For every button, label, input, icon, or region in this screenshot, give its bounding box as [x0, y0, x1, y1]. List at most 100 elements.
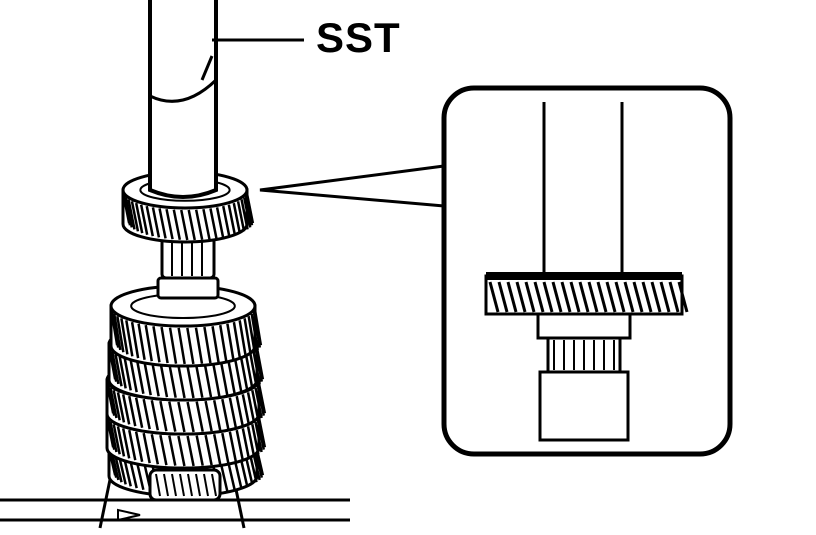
stack-gear-tooth: [235, 395, 244, 427]
stack-gear-tooth: [250, 313, 259, 351]
stack-gear-tooth: [125, 320, 134, 357]
stack-gear-tooth: [220, 464, 229, 492]
stack-gear-tooth: [194, 327, 204, 364]
inset-gear-tooth: [650, 281, 662, 313]
stack-gear-tooth: [159, 400, 168, 432]
stack-gear-tooth: [160, 326, 169, 364]
inset-gear-tooth: [569, 281, 581, 313]
stack-gear-tooth: [254, 349, 264, 382]
stack-gear-tooth: [253, 309, 263, 346]
stack-gear-tooth: [150, 433, 160, 465]
inset-gear-top: [486, 272, 682, 280]
stack-gear-tooth: [212, 433, 222, 465]
top-gear-tooth: [244, 194, 254, 226]
stack-gear-tooth: [168, 435, 177, 466]
bottom-pinion-tooth: [179, 473, 185, 497]
inset-gear-tooth: [551, 281, 563, 313]
stack-gear-tooth: [257, 382, 267, 414]
stack-gear-tooth: [107, 419, 116, 450]
inset-gear-tooth: [542, 281, 554, 313]
stack-gear-tooth: [227, 361, 236, 394]
bottom-pinion-tooth: [187, 473, 193, 497]
stack-gear-tooth: [252, 351, 261, 385]
inset-gear-tooth: [614, 281, 626, 313]
stack-gear-tooth: [152, 326, 161, 363]
inset-gear-tooth: [641, 281, 653, 313]
stack-gear-tooth: [107, 385, 116, 416]
stack-gear-tooth: [130, 321, 140, 359]
top-gear-tooth: [158, 208, 167, 239]
top-gear-tooth: [139, 204, 149, 235]
top-gear-tooth: [215, 207, 225, 238]
inset-gear: [484, 272, 689, 316]
stack-gear-tooth: [220, 362, 229, 396]
top-gear-tooth: [227, 204, 237, 235]
stack-gear-tooth: [204, 434, 213, 466]
inset-spline: [546, 336, 622, 374]
stack-gear-tooth: [249, 353, 258, 387]
stack-gear-tooth: [137, 323, 146, 360]
base-plate: [0, 498, 350, 522]
top-gear-tooth: [202, 208, 211, 240]
bottom-pinion-tooth: [203, 473, 209, 497]
stack-gear-tooth: [240, 358, 249, 391]
stack-gear-tooth: [212, 364, 221, 397]
stack-gear-tooth: [241, 428, 251, 459]
stack-gear-tooth: [204, 400, 213, 432]
stack-gear-tooth: [228, 397, 238, 428]
top-gear-tooth: [180, 209, 189, 241]
top-gear-tooth: [240, 199, 249, 230]
stack-gear-tooth: [128, 395, 137, 427]
stack-gear-tooth: [254, 421, 263, 453]
top-gear-tooth: [209, 208, 218, 239]
stack-gear-tooth: [252, 453, 261, 481]
top-gear-tooth: [172, 209, 182, 240]
stack-gear-tooth: [123, 358, 132, 391]
stack-gear-tooth: [116, 426, 126, 457]
stack-gear-tooth: [254, 451, 264, 478]
stack-gear-tooth: [142, 432, 151, 464]
inset-gear-tooth: [506, 281, 518, 313]
bottom-pinion-tooth: [163, 473, 169, 497]
stack-gear-tooth: [203, 364, 213, 398]
stack-gear-tooth: [186, 327, 195, 365]
top-gear-tooth: [134, 202, 144, 234]
stack-gear-tooth: [177, 435, 186, 467]
stack-gear-tooth: [177, 401, 186, 433]
top-gear-tooth: [194, 209, 204, 240]
stack-gear-tooth: [256, 419, 265, 450]
stack-gear-tooth: [128, 429, 137, 461]
stack-gear-tooth: [150, 399, 160, 431]
stack-gear-tooth: [113, 313, 122, 351]
top-gear-tooth: [232, 202, 242, 234]
bottom-pinion-tooth: [211, 473, 217, 497]
stack-gear-tooth: [257, 416, 267, 448]
stack-gear-tooth: [114, 455, 123, 483]
stack-gear-tooth: [114, 353, 123, 387]
stack-gear-tooth: [226, 323, 235, 360]
stack-gear-tooth: [109, 387, 118, 419]
stack-gear-tooth: [227, 463, 236, 491]
bottom-pinion-tooth: [195, 473, 201, 497]
stack-gear-tooth: [245, 356, 254, 389]
stack-gear-tooth: [143, 362, 152, 396]
stack-gear-tooth: [195, 435, 204, 466]
inset-collar: [536, 312, 632, 340]
stack-gear-tooth: [134, 431, 144, 462]
stack-gear-tooth: [255, 346, 265, 380]
stack-gear-tooth: [121, 428, 131, 459]
stack-gear-tooth: [112, 423, 121, 455]
stack-gear-tooth: [195, 365, 204, 398]
stack-gear-tooth: [234, 461, 243, 489]
stack-gear-tooth: [168, 401, 177, 432]
stack-gear-tooth: [221, 432, 230, 464]
stack-gear-tooth: [247, 316, 256, 353]
inset-gear-tooth: [605, 281, 617, 313]
stack-gear-tooth: [151, 364, 160, 397]
stack-gear-tooth: [254, 387, 263, 419]
stack-gear-tooth: [123, 460, 132, 487]
stack-gear-tooth: [246, 392, 256, 423]
inset-frame: [441, 85, 733, 457]
